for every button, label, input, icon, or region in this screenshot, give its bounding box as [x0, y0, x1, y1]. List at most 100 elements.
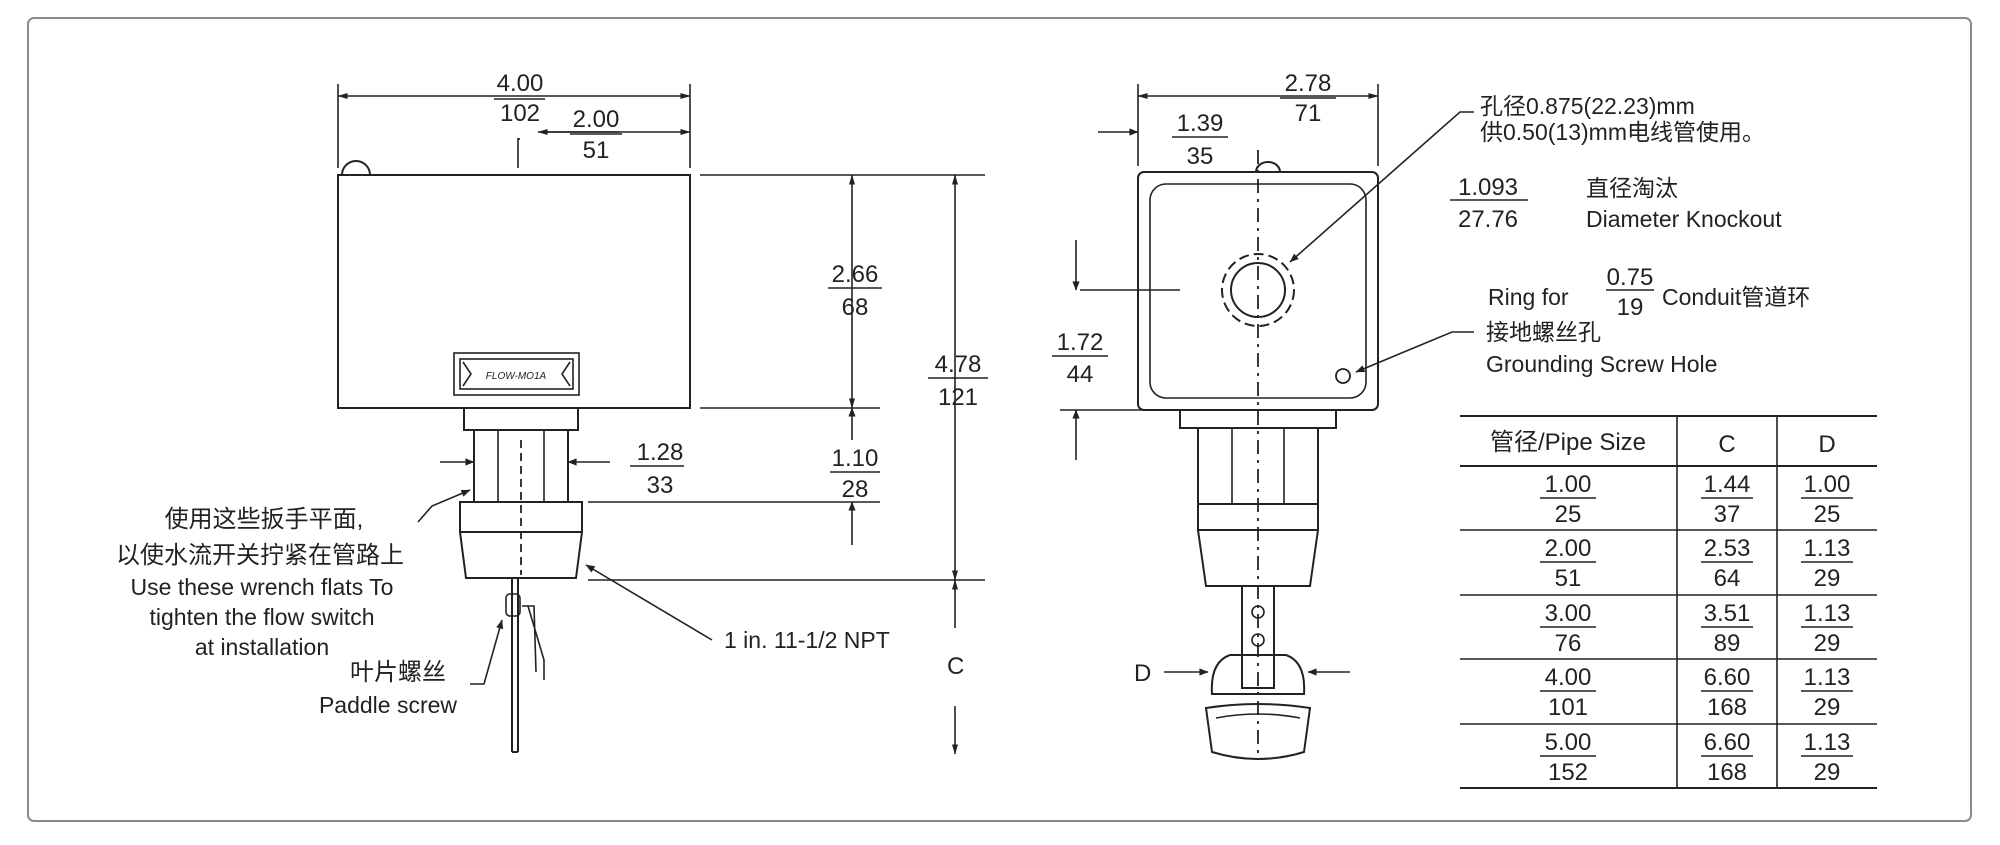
dim-half-inch: 2.00	[573, 106, 620, 133]
table-cell-mm: 25	[1814, 501, 1841, 528]
dim-width-mm: 102	[500, 100, 540, 127]
table-header-pipe-size: 管径/Pipe Size	[1490, 429, 1646, 456]
table-cell: 3.51 89	[1701, 600, 1753, 657]
table-cell-mm: 29	[1814, 759, 1841, 786]
front-bump	[1255, 161, 1281, 173]
table-cell: 1.13 29	[1801, 600, 1853, 657]
table-cell-mm: 152	[1548, 759, 1588, 786]
logo-chevrons	[462, 361, 571, 387]
knockout-size-mm: 27.76	[1458, 206, 1518, 233]
table-cell: 6.60 168	[1701, 729, 1753, 786]
table-cell-mm: 29	[1814, 694, 1841, 721]
table-cell-mm: 51	[1555, 565, 1582, 592]
table-cell-inch: 6.60	[1704, 729, 1751, 756]
dim-flat-mm: 33	[647, 472, 674, 499]
dim-front-height-mm: 44	[1067, 361, 1094, 388]
table-cell-inch: 1.13	[1804, 600, 1851, 627]
knockout-outer	[1221, 253, 1295, 327]
table-cell-mm: 37	[1714, 501, 1741, 528]
dim-width-inch: 4.00	[497, 70, 544, 97]
table-cell-mm: 168	[1707, 759, 1747, 786]
dim-front-height-inch: 1.72	[1057, 329, 1104, 356]
table-cell-inch: 4.00	[1545, 664, 1592, 691]
dim-front-width-mm: 71	[1295, 100, 1322, 127]
table-cell-mm: 76	[1555, 630, 1582, 657]
npt-leader	[585, 564, 713, 641]
wrench-leader	[417, 489, 471, 523]
logo-text: FLOW-MO1A	[486, 371, 547, 382]
table-cell-inch: 1.13	[1804, 729, 1851, 756]
table-cell-inch: 3.51	[1704, 600, 1751, 627]
wrench-note-cn-1: 使用这些扳手平面,	[165, 506, 364, 533]
left-side-view: FLOW-MO1A 4.00 102 2.00 51	[116, 70, 988, 755]
dim-flat-inch: 1.28	[637, 439, 684, 466]
front-wrench-flat	[1197, 427, 1319, 505]
housing-bump	[341, 160, 371, 176]
right-front-view: 2.78 71 1.39 35 1.72 44 D 孔径0.875(22.23)…	[1052, 70, 1810, 760]
table-cell-inch: 1.44	[1704, 471, 1751, 498]
wrench-note-en-1: Use these wrench flats To	[131, 574, 394, 600]
table-cell: 1.00 25	[1801, 471, 1853, 528]
paddle-note-cn: 叶片螺丝	[350, 659, 446, 686]
table-cell-inch: 2.00	[1545, 535, 1592, 562]
logo-plate-inner	[459, 358, 574, 390]
ring-note-suffix: Conduit管道环	[1662, 284, 1810, 310]
dim-front-half-mm: 35	[1187, 143, 1214, 170]
dim-neck-mm: 28	[842, 476, 869, 503]
table-cell: 2.00 51	[1540, 535, 1596, 592]
paddle-clamp	[1210, 654, 1306, 695]
table-cell: 5.00 152	[1540, 729, 1596, 786]
table-cell-inch: 1.00	[1804, 471, 1851, 498]
table-header-c: C	[1718, 431, 1735, 458]
logo-plate	[453, 352, 580, 396]
ground-leader	[1355, 331, 1474, 373]
table-cell-mm: 89	[1714, 630, 1741, 657]
hole-note-2: 供0.50(13)mm电线管使用。	[1480, 119, 1765, 145]
table-cells: 1.00251.44371.00252.00512.53641.13293.00…	[1540, 471, 1853, 786]
dim-d-label: D	[1134, 660, 1151, 687]
wrench-note-en-2: tighten the flow switch	[149, 604, 374, 630]
table-cell-mm: 25	[1555, 501, 1582, 528]
table-cell-inch: 1.13	[1804, 664, 1851, 691]
table-cell: 4.00 101	[1540, 664, 1596, 721]
table-cell-mm: 64	[1714, 565, 1741, 592]
table-row: 5.00 152 6.60 168 1.13 29	[1540, 729, 1853, 786]
dim-front-width-inch: 2.78	[1285, 70, 1332, 97]
paddle-note-en: Paddle screw	[319, 692, 457, 718]
ground-screw-hole	[1335, 368, 1351, 384]
front-paddle	[1241, 585, 1275, 689]
table-cell: 1.44 37	[1701, 471, 1753, 528]
dim-neck-inch: 1.10	[832, 445, 879, 472]
table-cell-inch: 1.13	[1804, 535, 1851, 562]
table-cell-inch: 1.00	[1545, 471, 1592, 498]
ring-note-prefix: Ring for	[1488, 284, 1569, 310]
npt-label: 1 in. 11-1/2 NPT	[724, 627, 890, 653]
dim-total-height-mm: 121	[938, 384, 978, 411]
table-cell-mm: 101	[1548, 694, 1588, 721]
table-cell-inch: 5.00	[1545, 729, 1592, 756]
paddle-leader	[470, 619, 504, 685]
ground-note-en: Grounding Screw Hole	[1486, 351, 1717, 377]
knockout-size-inch: 1.093	[1458, 174, 1518, 201]
paddle-screw	[505, 593, 521, 617]
dim-c-label: C	[947, 653, 964, 680]
drawing-frame	[27, 17, 1972, 822]
ring-size-mm: 19	[1617, 294, 1644, 321]
dim-total-height-inch: 4.78	[935, 351, 982, 378]
table-cell-mm: 29	[1814, 630, 1841, 657]
table-cell: 1.00 25	[1540, 471, 1596, 528]
wrench-note-en-3: at installation	[195, 634, 329, 660]
table-row: 1.00 25 1.44 37 1.00 25	[1540, 471, 1853, 528]
table-header-d: D	[1818, 431, 1835, 458]
table-cell-mm: 168	[1707, 694, 1747, 721]
front-hex-nut	[1197, 503, 1319, 531]
table-cell: 1.13 29	[1801, 664, 1853, 721]
ring-size-inch: 0.75	[1607, 264, 1654, 291]
